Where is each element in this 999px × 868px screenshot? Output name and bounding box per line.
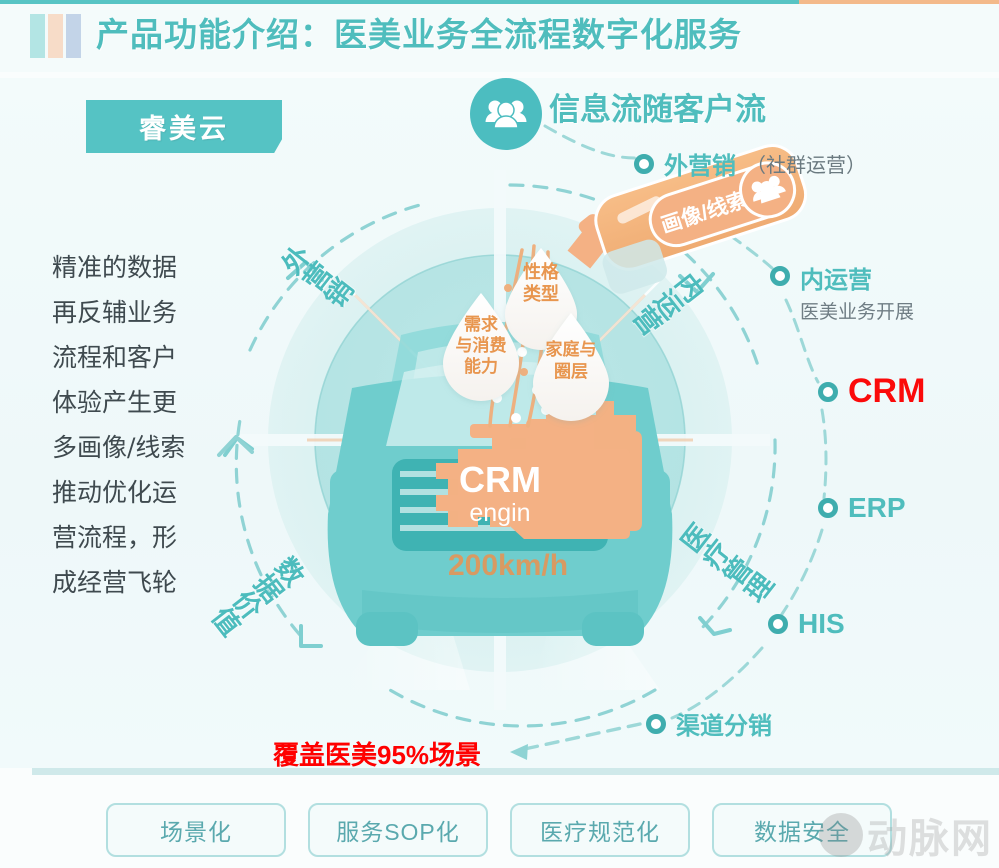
coverage-callout: 覆盖医美95%场景 bbox=[273, 740, 482, 770]
droplet-2-line1: 需求 bbox=[464, 314, 498, 334]
footer-pill-2[interactable]: 医疗规范化 bbox=[510, 803, 690, 857]
header-bar-2 bbox=[48, 14, 63, 58]
left-line-4: 多画像/线索 bbox=[52, 433, 186, 462]
left-description-paragraph: 精准的数据 再反辅业务 流程和客户 体验产生更 多画像/线索 推动优化运 营流程… bbox=[52, 245, 212, 605]
flow-header-title: 信息流随客户流 bbox=[549, 92, 766, 127]
flow-header-icon-circle bbox=[470, 78, 542, 150]
page-title: 产品功能介绍：医美业务全流程数字化服务 bbox=[96, 16, 742, 53]
node-qudaofenxiao[interactable]: 渠道分销 bbox=[646, 706, 772, 741]
header-bars-decor bbox=[30, 14, 82, 58]
footer-pill-0[interactable]: 场景化 bbox=[106, 803, 286, 857]
left-line-1: 再反辅业务 bbox=[52, 298, 178, 327]
node-crm-label: CRM bbox=[848, 372, 926, 410]
link-to-coverage-callout bbox=[518, 722, 642, 752]
droplet-2-line2: 与消费 bbox=[456, 335, 507, 355]
callout-arrow-head bbox=[510, 744, 528, 760]
watermark-text: 动脉网 bbox=[867, 817, 993, 861]
droplet-1-line2: 类型 bbox=[523, 283, 559, 304]
header-bar-1 bbox=[30, 14, 45, 58]
node-ring-icon bbox=[646, 713, 666, 734]
watermark: 动脉网 bbox=[819, 806, 993, 864]
droplet-2-line3: 能力 bbox=[464, 356, 498, 376]
node-ring-icon bbox=[818, 381, 838, 402]
panel-bottom-strip bbox=[32, 768, 999, 775]
node-qudaofenxiao-label: 渠道分销 bbox=[676, 713, 772, 740]
engine-title-text: CRM bbox=[459, 459, 541, 500]
node-waiyingxiao[interactable]: 外营销 （社群运营） bbox=[634, 146, 866, 181]
node-neiyunying-sub: 医美业务开展 bbox=[800, 302, 915, 323]
people-group-icon-can bbox=[751, 175, 786, 204]
node-ring-icon bbox=[818, 498, 838, 518]
top-accent-orange bbox=[799, 0, 999, 4]
left-line-0: 精准的数据 bbox=[52, 253, 178, 282]
node-his-label: HIS bbox=[798, 608, 845, 639]
people-group-icon bbox=[485, 100, 527, 129]
footer-pill-1[interactable]: 服务SOP化 bbox=[308, 803, 488, 857]
droplet-family bbox=[533, 313, 609, 421]
node-waiyingxiao-sub: （社群运营） bbox=[746, 155, 866, 177]
link-flow-to-waiyingxiao bbox=[543, 124, 638, 160]
footer-pill-3[interactable]: 数据安全 bbox=[712, 803, 892, 857]
node-ring-icon bbox=[768, 614, 788, 634]
node-crm[interactable]: CRM bbox=[818, 372, 925, 411]
droplet-1-line1: 性格 bbox=[523, 261, 560, 282]
left-line-6: 营流程，形 bbox=[52, 523, 178, 552]
flywheel-dashed-arcs bbox=[234, 183, 777, 728]
node-waiyingxiao-label: 外营销 bbox=[664, 153, 736, 180]
node-his[interactable]: HIS bbox=[768, 608, 845, 640]
engine-sub-text: engin bbox=[469, 499, 530, 527]
fuel-can: 画像/线索 bbox=[567, 144, 808, 294]
left-line-7: 成经营飞轮 bbox=[52, 568, 178, 597]
node-erp[interactable]: ERP bbox=[818, 492, 906, 524]
droplet-3-line2: 圈层 bbox=[554, 362, 588, 381]
footer-pill-row: 场景化 服务SOP化 医疗规范化 数据安全 bbox=[0, 792, 999, 868]
node-neiyunying-label: 内运营 bbox=[800, 267, 872, 294]
brand-badge: 睿美云 bbox=[86, 100, 282, 153]
speed-text: 200km/h bbox=[448, 549, 568, 582]
header-bar bbox=[0, 4, 999, 72]
droplet-3-line1: 家庭与 bbox=[546, 339, 597, 359]
node-neiyunying[interactable]: 内运营 医美业务开展 bbox=[770, 260, 914, 324]
droplet-personality bbox=[505, 248, 577, 350]
droplet-demand bbox=[443, 293, 519, 401]
left-line-3: 体验产生更 bbox=[52, 388, 178, 417]
top-accent-line bbox=[0, 0, 999, 4]
header-bar-3 bbox=[66, 14, 81, 58]
node-ring-icon bbox=[770, 266, 790, 286]
node-erp-label: ERP bbox=[848, 492, 906, 523]
top-accent-teal bbox=[0, 0, 799, 4]
left-line-5: 推动优化运 bbox=[52, 478, 178, 507]
node-ring-icon bbox=[634, 153, 654, 174]
left-line-2: 流程和客户 bbox=[52, 343, 178, 372]
watermark-logo-icon bbox=[819, 813, 863, 857]
